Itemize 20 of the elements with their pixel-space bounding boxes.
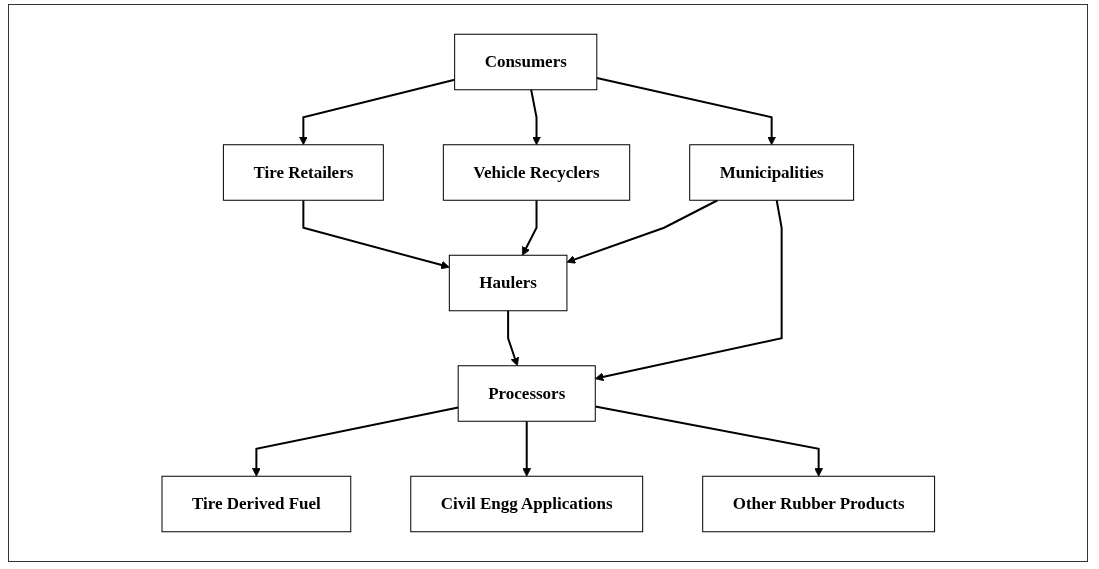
node-box: Civil Engg Applications	[409, 475, 643, 533]
node-box: Other Rubber Products	[701, 475, 935, 533]
arrow	[522, 420, 531, 477]
node-box: Processors	[457, 365, 596, 422]
arrow	[302, 199, 450, 270]
arrow	[251, 406, 459, 477]
node-box: Vehicle Recyclers	[442, 144, 630, 201]
node-box: Consumers	[453, 33, 597, 91]
arrow	[506, 309, 519, 367]
arrow	[529, 88, 541, 146]
arrow	[521, 199, 538, 256]
node-box: Municipalities	[688, 144, 854, 201]
arrow	[595, 76, 776, 146]
node-box: Tire Retailers	[222, 144, 384, 201]
arrow	[298, 78, 456, 146]
node-box: Haulers	[448, 254, 568, 312]
arrow	[594, 199, 783, 382]
arrow	[594, 405, 823, 477]
arrow	[566, 199, 719, 264]
node-box: Tire Derived Fuel	[161, 475, 351, 533]
